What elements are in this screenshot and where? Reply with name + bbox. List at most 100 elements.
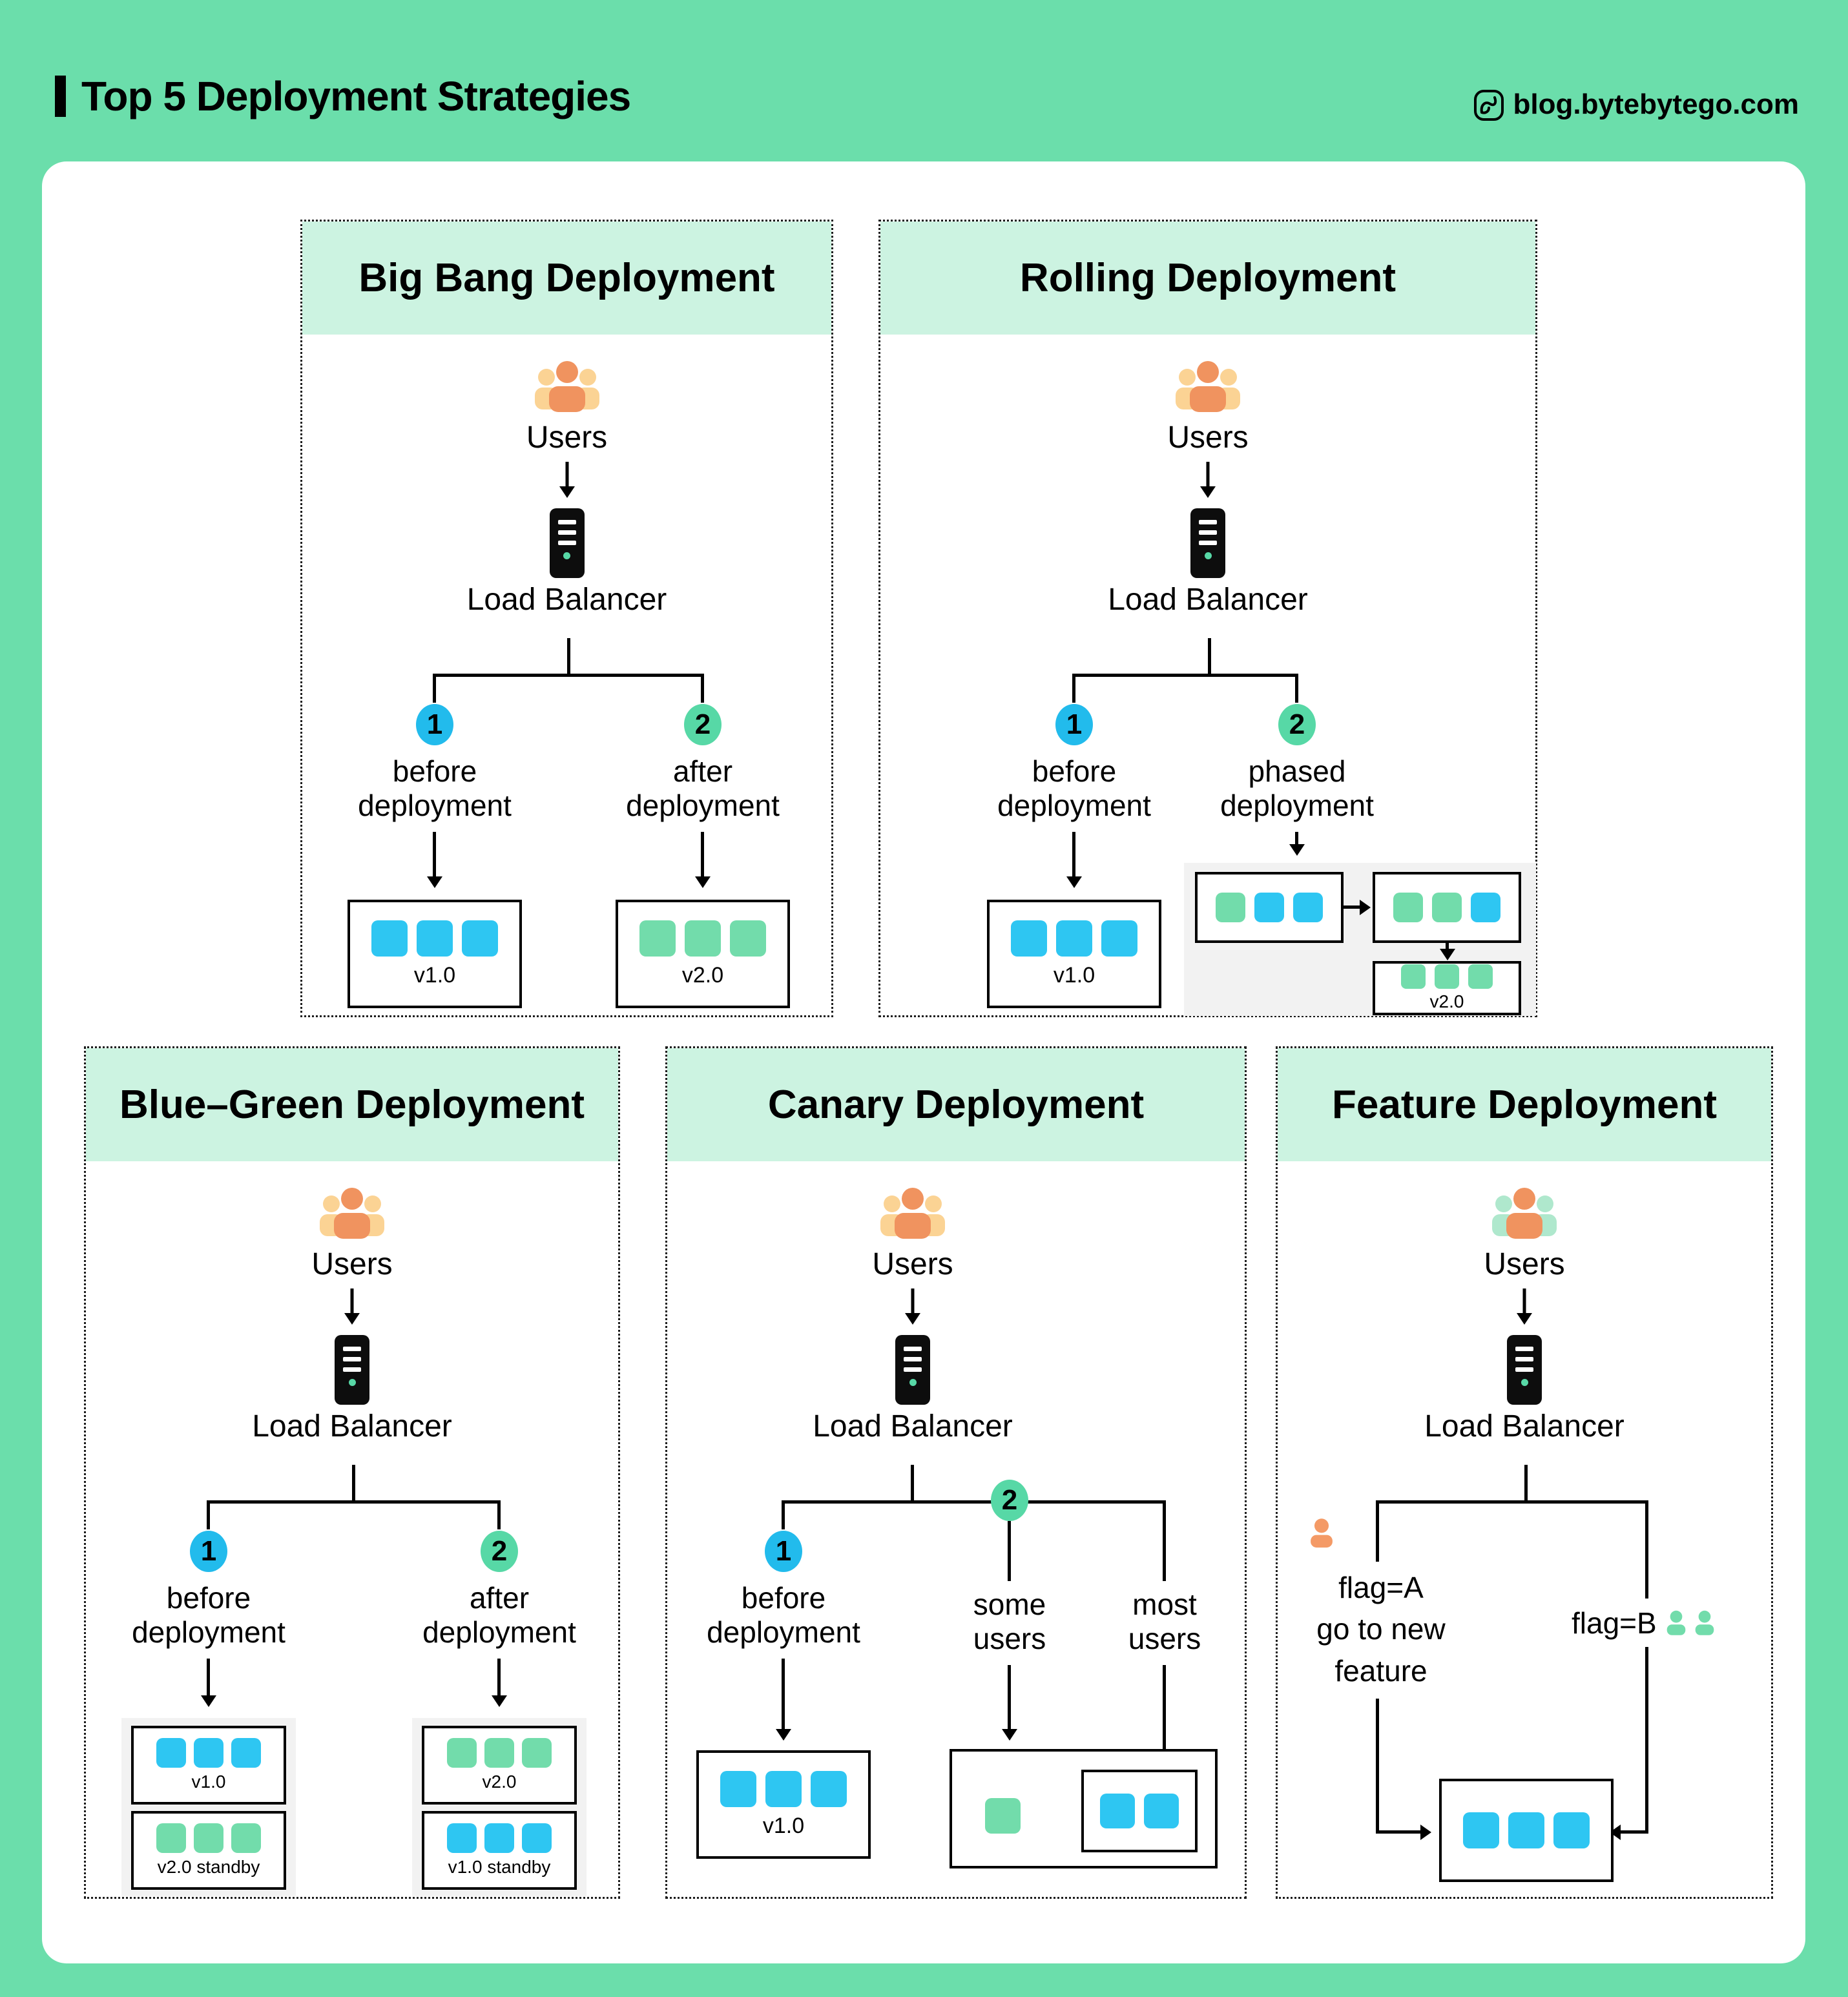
down-arrow-icon xyxy=(701,832,704,877)
connector-line xyxy=(1645,1647,1648,1834)
branch-label-line: deployment xyxy=(997,788,1151,822)
version-label: v2.0 standby xyxy=(157,1857,260,1877)
step-badge-1: 1 xyxy=(190,1531,227,1572)
down-arrow-icon xyxy=(1072,832,1075,877)
down-arrow-icon xyxy=(904,1288,922,1326)
right-arrow-icon xyxy=(1376,1830,1421,1834)
users-icon xyxy=(880,1188,945,1239)
connector-line xyxy=(497,1500,501,1529)
load-balancer-icon xyxy=(1507,1335,1542,1405)
connector-line xyxy=(1524,1465,1528,1502)
branch-label-line: users xyxy=(1128,1621,1201,1655)
branch-label-line: deployment xyxy=(1220,788,1374,822)
panel-body: Users Load Balancer flag=A go to new fea… xyxy=(1278,1161,1771,1897)
connector-line xyxy=(1008,1521,1011,1581)
down-arrow-icon xyxy=(433,832,436,877)
branch-label-line: before xyxy=(392,754,477,788)
page-title: Top 5 Deployment Strategies xyxy=(81,73,631,119)
bytebytego-logo-icon xyxy=(1473,90,1504,121)
down-arrow-icon xyxy=(782,1659,785,1730)
server-box-v1: v1.0 xyxy=(348,900,522,1008)
step-badge-1: 1 xyxy=(765,1531,802,1572)
server-squares xyxy=(371,920,498,957)
connector-line xyxy=(1645,1500,1648,1599)
branch-label-line: before xyxy=(741,1581,826,1615)
node-stack: Users Load Balancer xyxy=(667,1161,1158,1444)
node-stack: Users Load Balancer xyxy=(86,1161,618,1444)
connector-line xyxy=(567,638,570,676)
panel-body: Users Load Balancer 1 2 before deploymen… xyxy=(86,1161,618,1897)
left-arrow-icon xyxy=(1620,1830,1647,1834)
server-square xyxy=(1100,1794,1135,1828)
branch-label-line: deployment xyxy=(358,788,512,822)
load-balancer-icon xyxy=(895,1335,930,1405)
branch-label: before deployment xyxy=(338,754,532,823)
site-url: blog.bytebytego.com xyxy=(1513,88,1799,120)
step-badge-1: 1 xyxy=(1055,704,1093,745)
panel-title: Feature Deployment xyxy=(1278,1048,1771,1161)
load-balancer-label: Load Balancer xyxy=(1424,1409,1625,1443)
site-link-row: blog.bytebytego.com xyxy=(1473,88,1799,121)
person-icon xyxy=(1311,1518,1333,1548)
branch-label-line: most xyxy=(1132,1588,1197,1621)
branch-label-line: phased xyxy=(1248,754,1346,788)
server-squares xyxy=(447,1823,552,1853)
users-icon xyxy=(1176,361,1240,412)
connector-line xyxy=(1378,1500,1647,1504)
server-squares xyxy=(720,1770,847,1807)
branch-label: most users xyxy=(1068,1588,1261,1656)
down-arrow-icon xyxy=(1446,943,1449,949)
connector-line xyxy=(209,1500,499,1504)
down-arrow-icon xyxy=(343,1288,361,1326)
version-label: v2.0 xyxy=(482,1772,517,1792)
node-stack: Users Load Balancer xyxy=(880,335,1535,617)
version-label: v2.0 xyxy=(681,962,724,988)
version-label: v1.0 xyxy=(1053,962,1095,988)
person-icon xyxy=(1695,1610,1714,1635)
server-squares xyxy=(1216,893,1323,922)
stable-fleet-box xyxy=(1081,1770,1198,1852)
panel-big-bang: Big Bang Deployment Users Load Balancer … xyxy=(300,220,833,1017)
step-badge-1: 1 xyxy=(416,704,453,745)
branch-area: 1 2 before deployment some users most us… xyxy=(667,1465,1245,1897)
connector-line xyxy=(1072,674,1075,703)
flag-label-line: go to new xyxy=(1316,1612,1446,1646)
server-squares xyxy=(639,920,766,957)
server-box xyxy=(1439,1779,1614,1882)
flag-label-line: flag=A xyxy=(1338,1571,1424,1604)
branch-label: some users xyxy=(913,1588,1106,1656)
version-label: v1.0 xyxy=(191,1772,226,1792)
users-icon xyxy=(320,1188,384,1239)
load-balancer-label: Load Balancer xyxy=(813,1409,1013,1443)
version-label: v1.0 xyxy=(413,962,456,988)
connector-line xyxy=(207,1500,210,1529)
connector-line xyxy=(352,1465,355,1502)
down-arrow-icon xyxy=(207,1659,210,1696)
canary-server-square xyxy=(985,1798,1021,1834)
connector-line xyxy=(1295,674,1298,703)
server-box-active: v1.0 xyxy=(131,1726,286,1805)
branch-label: before deployment xyxy=(977,754,1171,823)
connector-line xyxy=(1376,1500,1379,1562)
panel-blue-green: Blue–Green Deployment Users Load Balance… xyxy=(84,1046,620,1899)
branch-label-line: after xyxy=(672,754,733,788)
panel-body: Users Load Balancer 1 2 before deploymen… xyxy=(880,335,1536,1016)
connector-line xyxy=(1376,1699,1379,1834)
branch-label-line: before xyxy=(1032,754,1117,788)
right-arrow-icon xyxy=(1342,905,1360,909)
branch-label-line: deployment xyxy=(707,1615,860,1649)
branch-label-line: users xyxy=(973,1621,1046,1655)
load-balancer-icon xyxy=(1190,508,1225,578)
panel-title: Canary Deployment xyxy=(667,1048,1245,1161)
server-squares xyxy=(1401,964,1493,989)
server-box-v2: v2.0 xyxy=(616,900,790,1008)
server-box-v1: v1.0 xyxy=(696,1750,871,1859)
step-badge-2: 2 xyxy=(1278,704,1316,745)
step-badge-2: 2 xyxy=(481,1531,518,1572)
down-arrow-icon xyxy=(1295,832,1298,845)
branch-label-line: before xyxy=(166,1581,251,1615)
phased-box-v2: v2.0 xyxy=(1373,961,1521,1015)
flag-label-line: feature xyxy=(1334,1653,1428,1688)
version-label: v1.0 standby xyxy=(448,1857,551,1877)
node-stack: Users Load Balancer xyxy=(1278,1161,1771,1444)
